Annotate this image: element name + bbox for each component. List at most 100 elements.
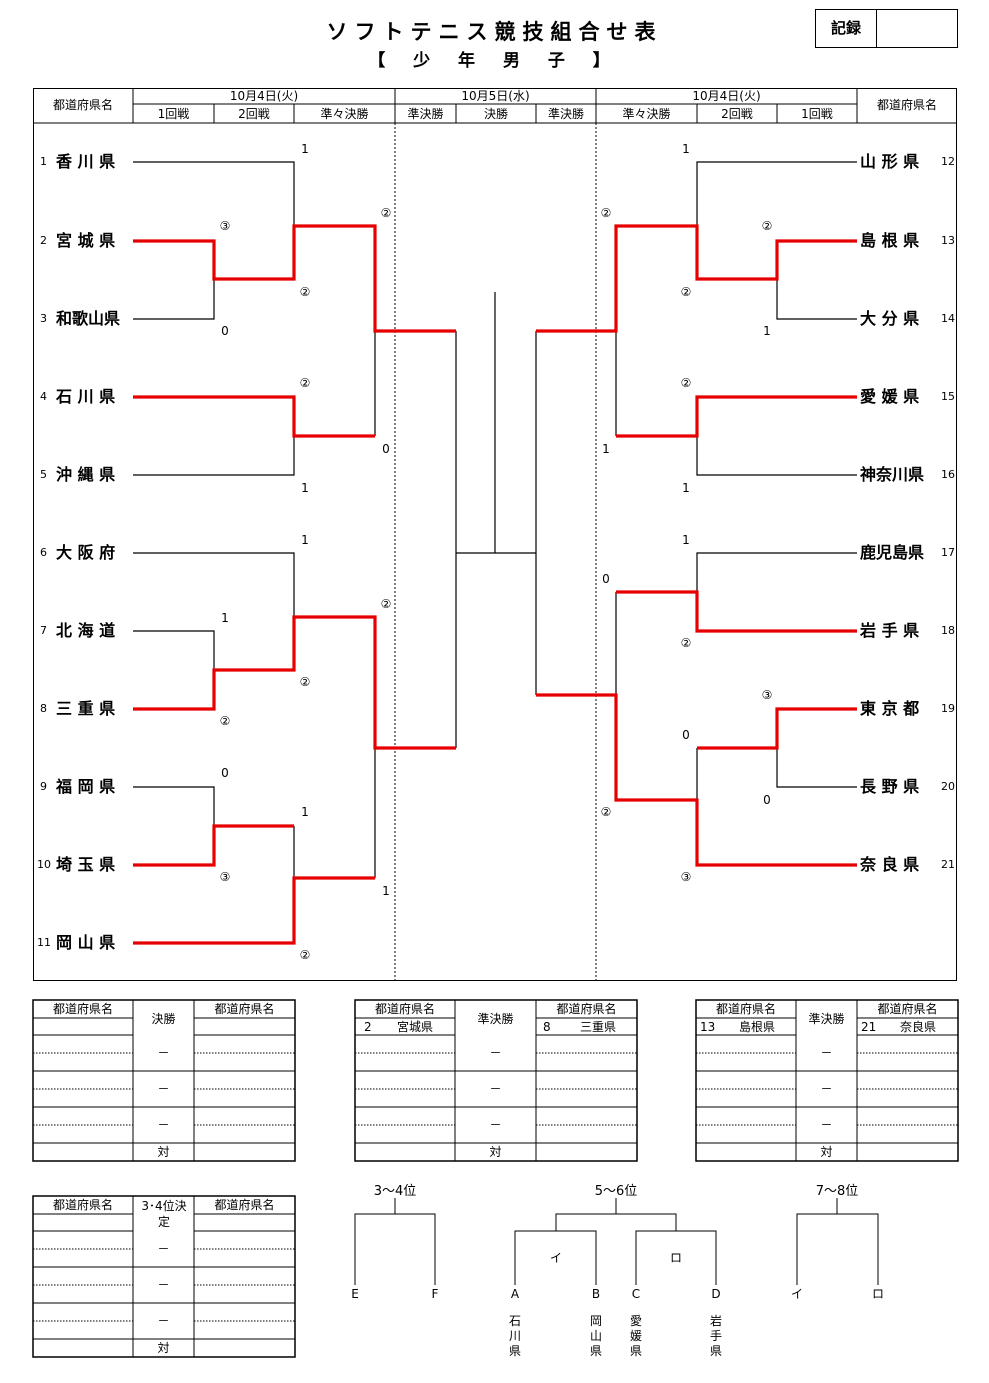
team-name: 鹿児島県 (860, 543, 925, 562)
match-score: ② (600, 206, 612, 220)
team-number: 6 (40, 546, 47, 559)
round-header: 決勝 (483, 107, 508, 121)
team-number: 19 (941, 702, 955, 715)
slot-team: 石川県 (508, 1314, 521, 1358)
team-number: 12 (941, 155, 955, 168)
pref-head: 都道府県名 (214, 1198, 275, 1212)
team-name: 東 京 都 (860, 699, 920, 718)
team-name: 三重県 (579, 1020, 616, 1034)
team-name: 奈良県 (899, 1020, 936, 1034)
dash: － (157, 1046, 170, 1060)
match-score: 0 (221, 766, 229, 780)
third-place-head: 3･4位決定 (141, 1199, 187, 1229)
slot-label: イ (790, 1287, 803, 1301)
team-number: 9 (40, 780, 47, 793)
team-name: 埼 玉 県 (56, 855, 116, 874)
round-header: 準決勝 (547, 107, 584, 121)
team-number: 21 (941, 858, 955, 871)
pref-header-left: 都道府県名 (52, 98, 113, 112)
slot-label: B (591, 1287, 601, 1301)
pref-header-right: 都道府県名 (876, 98, 937, 112)
match-score: ② (299, 948, 311, 962)
pref-head: 都道府県名 (52, 1198, 113, 1212)
team-name: 島根県 (738, 1020, 775, 1034)
match-score: 0 (763, 793, 771, 807)
team-number: 2 (40, 234, 47, 247)
team-number: 1 (40, 155, 47, 168)
page-title: ソフトテニス競技組合せ表 (326, 20, 663, 44)
match-score: ② (380, 597, 392, 611)
match-score: ② (680, 285, 692, 299)
match-score: 1 (382, 884, 390, 898)
team-number: 13 (700, 1020, 716, 1034)
dash: － (157, 1314, 170, 1328)
pref-head: 都道府県名 (877, 1002, 938, 1016)
match-score: 0 (682, 728, 690, 742)
dash: － (820, 1082, 833, 1096)
team-number: 2 (364, 1020, 372, 1034)
match-score: ③ (219, 870, 231, 884)
team-number: 16 (941, 468, 955, 481)
team-number: 5 (40, 468, 47, 481)
team-name: 大 分 県 (860, 309, 920, 328)
final-head: 決勝 (151, 1012, 176, 1026)
team-number: 7 (40, 624, 47, 637)
match-score: ② (680, 636, 692, 650)
team-name: 宮 城 県 (56, 231, 116, 250)
slot-team: 愛媛県 (629, 1314, 642, 1358)
team-number: 15 (941, 390, 955, 403)
pref-head: 都道府県名 (556, 1002, 617, 1016)
match-score: 1 (682, 142, 690, 156)
match-score: 1 (682, 533, 690, 547)
match-score: ② (299, 675, 311, 689)
dash: － (489, 1082, 502, 1096)
placement-7-8-label: 7～8位 (815, 1184, 859, 1199)
dash: － (820, 1046, 833, 1060)
pref-head: 都道府県名 (374, 1002, 435, 1016)
match-score: 1 (602, 442, 610, 456)
slot-label: D (711, 1287, 721, 1301)
team-name: 岡 山 県 (56, 933, 116, 952)
team-name: 愛 媛 県 (860, 387, 920, 406)
page-subtitle: 【 少 年 男 子 】 (368, 51, 621, 71)
team-number: 21 (861, 1020, 877, 1034)
team-number: 8 (543, 1020, 551, 1034)
date-center: 10月5日(水) (461, 89, 530, 103)
match-score: ③ (219, 219, 231, 233)
team-name: 山 形 県 (860, 152, 920, 171)
round-header: 準々決勝 (320, 107, 369, 121)
match-score: ② (299, 376, 311, 390)
slot-label: ロ (871, 1287, 884, 1301)
match-score: ② (219, 714, 231, 728)
pref-head: 都道府県名 (214, 1002, 275, 1016)
slot-label: A (510, 1287, 520, 1301)
dash: － (157, 1278, 170, 1292)
slot-team: 岡山県 (589, 1314, 602, 1358)
dash: － (489, 1118, 502, 1132)
dash: － (489, 1046, 502, 1060)
placement-5-6-label: 5～6位 (594, 1184, 638, 1199)
team-number: 3 (40, 312, 47, 325)
match-score: 1 (682, 481, 690, 495)
team-number: 11 (37, 936, 51, 949)
team-name: 北 海 道 (56, 621, 116, 640)
match-score: 0 (221, 324, 229, 338)
record-label: 記録 (816, 10, 877, 47)
team-number: 10 (37, 858, 51, 871)
match-score: 1 (763, 324, 771, 338)
semi-head: 準決勝 (808, 1012, 845, 1026)
vs-label: 対 (157, 1341, 170, 1355)
match-score: 1 (301, 142, 309, 156)
team-name: 奈 良 県 (860, 855, 920, 874)
team-name: 香 川 県 (56, 152, 116, 171)
semi-head: 準決勝 (477, 1012, 514, 1026)
date-left: 10月4日(火) (229, 89, 299, 103)
dash: － (157, 1118, 170, 1132)
round-header: 1回戦 (157, 107, 190, 121)
team-name: 石 川 県 (56, 387, 116, 406)
team-number: 18 (941, 624, 955, 637)
vs-label: 対 (157, 1145, 170, 1159)
team-name: 和歌山県 (56, 309, 121, 328)
match-score: ③ (761, 688, 773, 702)
